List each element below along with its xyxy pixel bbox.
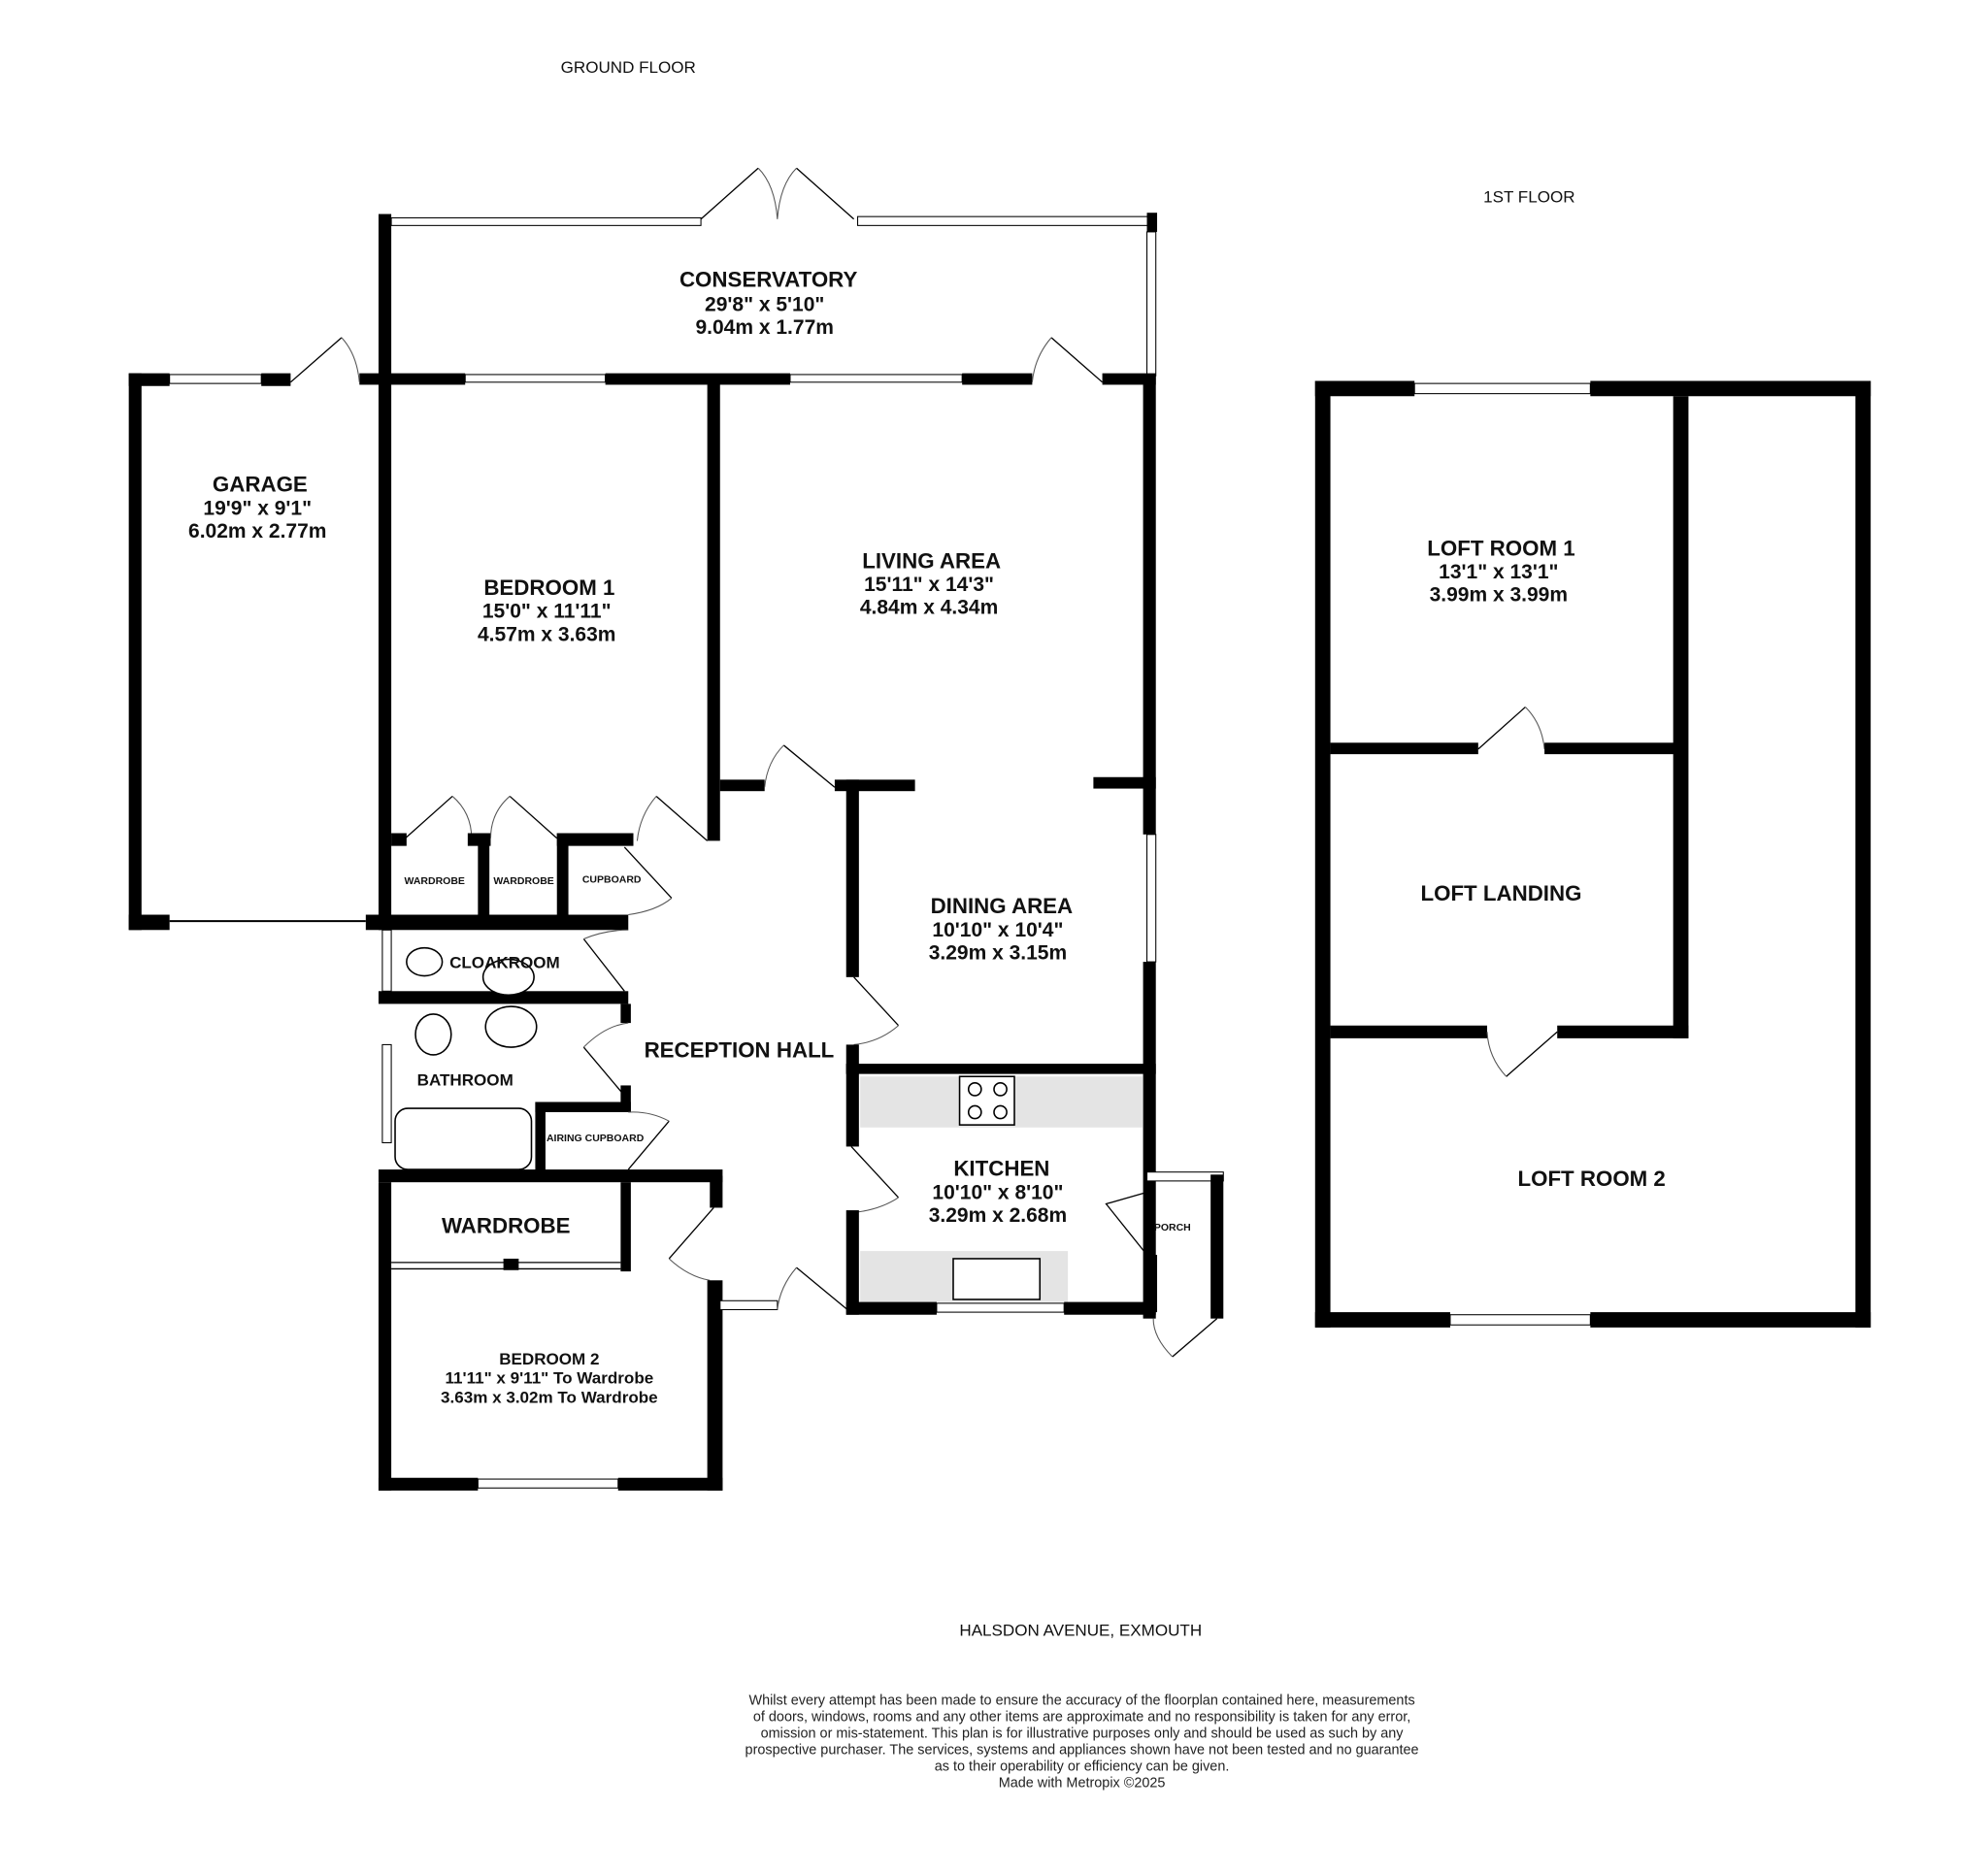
room-dimensions-metric: 4.57m x 3.63m xyxy=(478,623,615,645)
room-label-kitchen: KITCHEN 10'10" x 8'10" 3.29m x 2.68m xyxy=(929,1157,1067,1227)
room-name: GARAGE xyxy=(213,473,308,497)
room-dimensions-imperial: 10'10" x 8'10" xyxy=(932,1181,1063,1203)
disclaimer-credit: Made with Metropix ©2025 xyxy=(999,1776,1166,1792)
room-dimensions-metric: 9.04m x 1.77m xyxy=(695,316,833,339)
cupboard-label: CUPBOARD xyxy=(582,874,642,886)
room-label-dining-area: DINING AREA 10'10" x 10'4" 3.29m x 3.15m xyxy=(929,894,1073,964)
room-dimensions-metric: 3.29m x 3.15m xyxy=(929,941,1067,964)
room-dimensions-metric: 3.99m x 3.99m xyxy=(1430,584,1568,607)
wardrobe-b-label: WARDROBE xyxy=(493,875,553,887)
ground-floor-plan: WARDROBE WARDROBE CUPBOARD xyxy=(128,167,1224,1491)
room-label-bedroom-1: BEDROOM 1 15'0" x 11'11" 4.57m x 3.63m xyxy=(478,575,615,645)
room-label-conservatory: CONSERVATORY 29'8" x 5'10" 9.04m x 1.77m xyxy=(679,267,857,339)
room-label-loft-landing: LOFT LANDING xyxy=(1420,881,1581,905)
room-dimensions-imperial: 15'11" x 14'3" xyxy=(864,574,994,596)
room-label-reception-hall: RECEPTION HALL xyxy=(645,1038,835,1063)
room-label-porch: PORCH xyxy=(1154,1222,1191,1233)
room-label-bedroom-2: BEDROOM 2 11'11" x 9'11" To Wardrobe 3.6… xyxy=(441,1350,658,1406)
wardrobe-a-label: WARDROBE xyxy=(405,875,465,887)
first-floor-heading: 1ST FLOOR xyxy=(1483,188,1574,207)
room-label-garage: GARAGE 19'9" x 9'1" 6.02m x 2.77m xyxy=(188,473,326,542)
room-dimensions-imperial: 29'8" x 5'10" xyxy=(705,293,824,315)
room-label-wardrobe-bedroom-2: WARDROBE xyxy=(442,1214,571,1238)
disclaimer-line: Whilst every attempt has been made to en… xyxy=(748,1693,1414,1708)
room-dimensions-imperial: 13'1" x 13'1" xyxy=(1439,561,1558,583)
room-dimensions-imperial: 19'9" x 9'1" xyxy=(203,497,312,519)
disclaimer-line: as to their operability or efficiency ca… xyxy=(935,1759,1230,1775)
room-label-cloakroom: CLOAKROOM xyxy=(449,954,560,972)
room-name: LOFT ROOM 1 xyxy=(1427,536,1574,560)
room-dimensions-imperial: 15'0" x 11'11" xyxy=(482,601,612,623)
room-label-loft-room-2: LOFT ROOM 2 xyxy=(1517,1167,1665,1191)
room-label-living-area: LIVING AREA 15'11" x 14'3" 4.84m x 4.34m xyxy=(860,548,1001,618)
room-label-bathroom: BATHROOM xyxy=(417,1070,514,1089)
room-label-airing-cupboard: AIRING CUPBOARD xyxy=(547,1133,645,1144)
room-dimensions-imperial: 10'10" x 10'4" xyxy=(932,919,1063,941)
room-name: BEDROOM 2 xyxy=(499,1350,599,1368)
ground-floor-heading: GROUND FLOOR xyxy=(561,58,696,77)
room-dimensions-metric: 4.84m x 4.34m xyxy=(860,597,998,619)
disclaimer-line: omission or mis-statement. This plan is … xyxy=(761,1726,1405,1742)
room-dimensions-metric: 3.63m x 3.02m To Wardrobe xyxy=(441,1388,658,1406)
address: HALSDON AVENUE, EXMOUTH xyxy=(959,1622,1202,1640)
room-dimensions-imperial: 11'11" x 9'11" To Wardrobe xyxy=(445,1369,653,1388)
room-name: BEDROOM 1 xyxy=(483,575,614,600)
room-label-loft-room-1: LOFT ROOM 1 13'1" x 13'1" 3.99m x 3.99m xyxy=(1427,536,1574,606)
room-name: CONSERVATORY xyxy=(679,267,857,291)
room-dimensions-metric: 3.29m x 2.68m xyxy=(929,1204,1067,1227)
room-name: LIVING AREA xyxy=(862,548,1001,573)
disclaimer-line: prospective purchaser. The services, sys… xyxy=(746,1743,1419,1759)
room-name: KITCHEN xyxy=(953,1157,1049,1181)
first-floor-plan xyxy=(1314,380,1872,1328)
disclaimer: Whilst every attempt has been made to en… xyxy=(746,1693,1419,1791)
room-dimensions-metric: 6.02m x 2.77m xyxy=(188,520,326,542)
disclaimer-line: of doors, windows, rooms and any other i… xyxy=(753,1709,1410,1725)
room-name: DINING AREA xyxy=(931,894,1074,918)
